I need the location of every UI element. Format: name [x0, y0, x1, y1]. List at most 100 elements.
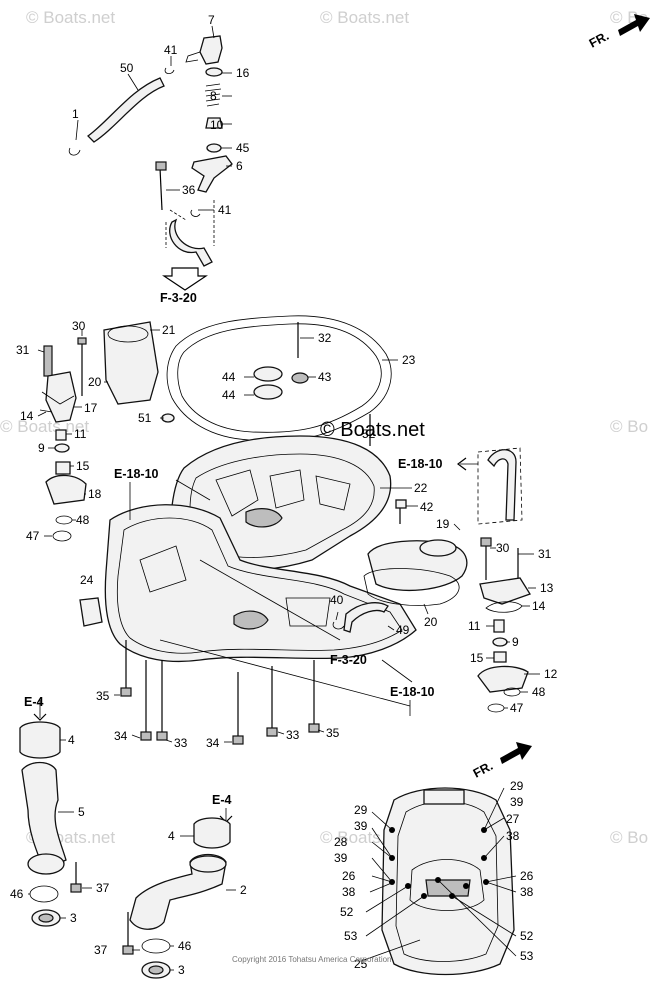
callout-13: 13: [540, 581, 554, 595]
callout-6: 6: [236, 159, 243, 173]
callout-8: 8: [210, 89, 217, 103]
callout-29b: 29: [354, 803, 368, 817]
callout-47b: 47: [510, 701, 524, 715]
callout-4: 4: [68, 733, 75, 747]
leader-lines-gasket: [160, 337, 398, 419]
valve-cover-part: [199, 35, 223, 65]
leader-lines-left: [37, 329, 160, 537]
gasket-20b-part: [363, 568, 460, 606]
callout-18: 18: [88, 487, 102, 501]
callout-39c: 39: [334, 851, 348, 865]
callout-52c: 52: [520, 929, 534, 943]
valve-part: [205, 117, 223, 129]
copyright-text: Copyright 2016 Tohatsu America Corporati…: [232, 955, 392, 964]
callout-4b: 4: [168, 829, 175, 843]
bottom-cowl-bracket: [381, 787, 515, 976]
callout-37b: 37: [94, 943, 108, 957]
cover-12-part: [477, 665, 529, 693]
callout-14b: 14: [532, 599, 546, 613]
leader-lines-top: [75, 25, 232, 211]
callout-48: 48: [76, 513, 90, 527]
forward-arrow-bottom: FR.: [471, 742, 532, 781]
callout-28: 28: [334, 835, 348, 849]
ref-e-4-mid[interactable]: E-4: [212, 793, 232, 807]
callout-53: 53: [344, 929, 358, 943]
hose-small-part: [169, 218, 213, 267]
watermark-bottom-right: © Bo: [610, 828, 648, 847]
callout-52: 52: [362, 427, 376, 441]
callout-36: 36: [182, 183, 196, 197]
callout-16: 16: [236, 66, 250, 80]
spring-part: [204, 83, 222, 107]
callout-31b: 31: [538, 547, 552, 561]
stud-and-seals: [161, 322, 371, 446]
leader-lines-right: [335, 523, 540, 709]
lower-case: [79, 504, 417, 663]
callout-44: 44: [222, 370, 236, 384]
callout-26: 26: [342, 869, 356, 883]
callout-52b: 52: [340, 905, 354, 919]
left-valve-assembly: [39, 321, 159, 542]
callout-48b: 48: [532, 685, 546, 699]
ref-e-4-top[interactable]: E-4: [24, 695, 44, 709]
watermark-mid-right: © Bo: [610, 417, 648, 436]
callout-50: 50: [120, 61, 134, 75]
callout-23: 23: [402, 353, 416, 367]
grommet-4b-part: [193, 817, 231, 849]
grommet-4a-part: [19, 721, 61, 759]
thermostat-valve-assembly: [68, 35, 233, 291]
callout-19: 19: [436, 517, 450, 531]
callout-3: 3: [70, 911, 77, 925]
ref-e-18-10-left[interactable]: E-18-10: [114, 467, 159, 481]
pipe-assembly: [19, 700, 233, 979]
callout-32: 32: [318, 331, 332, 345]
callout-10: 10: [210, 118, 224, 132]
callout-5: 5: [78, 805, 85, 819]
callout-25: 25: [354, 957, 368, 971]
callouts: 7 41 16 50 8 1 10 45 6 36 41 30 21 32 31…: [10, 13, 558, 977]
callout-38c: 38: [520, 885, 534, 899]
cover-18-part: [45, 474, 87, 505]
callout-53b: 53: [520, 949, 534, 963]
hose-49-part: [343, 602, 389, 633]
washer-part: [206, 143, 222, 153]
callout-24: 24: [80, 573, 94, 587]
ref-e-18-10-right[interactable]: E-18-10: [398, 457, 443, 471]
callout-41b: 41: [218, 203, 232, 217]
watermark-top-left: © Boats.net: [26, 8, 115, 27]
gasket-23: [166, 315, 392, 442]
callout-17: 17: [84, 401, 98, 415]
callout-1: 1: [72, 107, 79, 121]
callout-15: 15: [76, 459, 90, 473]
callout-20b: 20: [424, 615, 438, 629]
callout-35: 35: [96, 689, 110, 703]
callout-40: 40: [330, 593, 344, 607]
callout-34b: 34: [206, 736, 220, 750]
bracket-17-part: [45, 371, 77, 423]
pipe-2-part: [129, 853, 227, 930]
ref-e-18-10-bottom[interactable]: E-18-10: [390, 685, 435, 699]
callout-49: 49: [396, 623, 410, 637]
callout-42: 42: [420, 500, 434, 514]
ref-f-3-20-mid[interactable]: F-3-20: [330, 653, 367, 667]
callout-30: 30: [72, 319, 86, 333]
callout-12: 12: [544, 667, 558, 681]
leader-lines-bottom: [363, 787, 517, 961]
callout-11b: 11: [468, 619, 481, 633]
callout-9b: 9: [512, 635, 519, 649]
callout-46: 46: [10, 887, 24, 901]
callout-35b: 35: [326, 726, 340, 740]
callout-15b: 15: [470, 651, 484, 665]
ref-f-3-20-top[interactable]: F-3-20: [160, 291, 197, 305]
callout-27: 27: [506, 812, 520, 826]
callout-39b: 39: [354, 819, 368, 833]
leader-lines-bolts: [114, 694, 325, 743]
callout-22: 22: [414, 481, 428, 495]
bolts-row: [120, 640, 320, 745]
callout-39: 39: [510, 795, 524, 809]
pipe-5-part: [21, 761, 67, 871]
valve-body-part: [191, 155, 233, 193]
mount-24-part: [79, 597, 103, 627]
